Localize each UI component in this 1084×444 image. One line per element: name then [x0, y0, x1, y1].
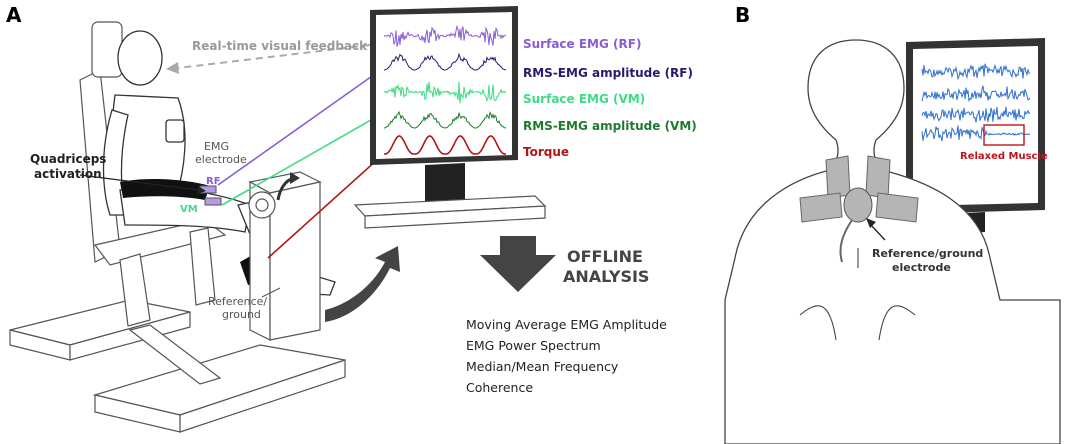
monitor-b-traces	[921, 63, 1031, 142]
feedback-arrow	[177, 44, 371, 69]
signal-label-torque: Torque	[523, 145, 569, 159]
monitor-b-trace	[921, 63, 1031, 81]
rf-signal-line	[217, 61, 393, 186]
offline-title-line1: OFFLINE	[567, 247, 643, 266]
monitor-a-trace	[383, 110, 507, 129]
monitor-a-trace	[383, 24, 507, 47]
monitor-b-trace	[921, 85, 1031, 103]
monitor-a-trace	[383, 81, 507, 104]
reference-electrode-b	[843, 187, 873, 223]
torque-signal-line	[267, 149, 389, 259]
offline-analysis-arrow	[480, 236, 556, 292]
relaxed-muscle-label: Relaxed Muscle	[960, 151, 1048, 162]
signal-label-rms-emg-vm: RMS-EMG amplitude (VM)	[523, 119, 697, 133]
machine-base	[9, 299, 346, 433]
vm-electrode	[204, 197, 222, 206]
panel-a-letter: A	[6, 3, 22, 27]
emg-electrode-label-line2: electrode	[195, 153, 247, 166]
analysis-item: Median/Mean Frequency	[466, 359, 619, 374]
feedback-label: Real-time visual feedback	[192, 39, 368, 53]
reference-ground-label-line1: Reference/	[208, 295, 267, 308]
signal-label-surface-emg-rf: Surface EMG (RF)	[523, 37, 641, 51]
monitor-a-traces	[383, 24, 507, 155]
reference-label-b-line1: Reference/ground	[872, 247, 983, 260]
emg-electrode-label-line1: EMG	[204, 140, 229, 153]
signal-label-surface-emg-vm: Surface EMG (VM)	[523, 92, 645, 106]
monitor-a	[353, 6, 547, 229]
electrode-pads	[799, 155, 919, 223]
reference-label-b-line2: electrode	[892, 261, 951, 274]
rf-label: RF	[206, 176, 221, 187]
reference-pointer-b	[869, 223, 886, 241]
panel-b-letter: B	[735, 3, 750, 27]
offline-title-line2: ANALYSIS	[563, 267, 649, 286]
analysis-item: Coherence	[466, 380, 533, 395]
vm-signal-line	[221, 107, 393, 206]
signal-legend: Surface EMG (RF) RMS-EMG amplitude (RF) …	[523, 37, 697, 159]
vm-label: VM	[180, 204, 198, 215]
reference-pointer	[261, 287, 281, 298]
quadriceps-pointer	[79, 174, 199, 191]
reference-ground-label-line2: ground	[222, 308, 261, 321]
flow-arrow-curved	[325, 246, 400, 322]
monitor-b-trace	[921, 125, 1031, 142]
quadriceps-label-line1: Quadriceps	[30, 152, 106, 166]
thigh-strap	[120, 179, 210, 200]
electrode-cable	[839, 219, 853, 263]
quadriceps-label-line2: activation	[34, 167, 102, 181]
signal-label-rms-emg-rf: RMS-EMG amplitude (RF)	[523, 66, 693, 80]
monitor-a-trace	[383, 52, 507, 71]
monitor-b-trace	[921, 106, 1031, 123]
analysis-item: Moving Average EMG Amplitude	[466, 317, 667, 332]
analysis-item: EMG Power Spectrum	[466, 338, 601, 353]
monitor-a-trace	[384, 135, 506, 155]
relaxed-muscle-highlight	[983, 124, 1025, 146]
